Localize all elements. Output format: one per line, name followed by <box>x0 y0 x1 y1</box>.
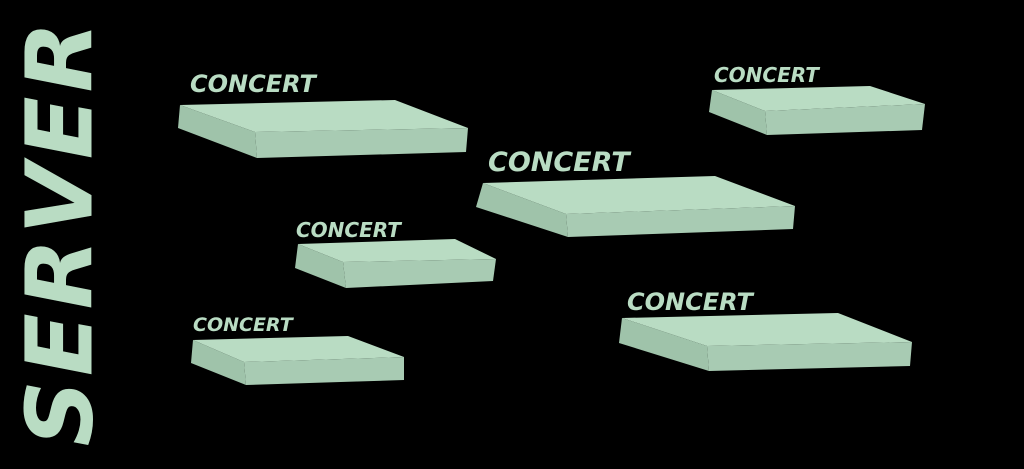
slab-5-label: CONCERT <box>193 314 295 336</box>
slab-3: CONCERT <box>476 147 795 237</box>
slab-2-label: CONCERT <box>714 63 820 87</box>
slab-4-label: CONCERT <box>296 218 402 242</box>
slab-1-label: CONCERT <box>190 70 318 98</box>
slab-2-front <box>765 104 925 135</box>
slab-4-side <box>295 244 346 288</box>
slab-2-side <box>709 90 767 135</box>
slab-3-top <box>483 176 795 214</box>
slab-2-top <box>712 86 925 111</box>
slab-2: CONCERT <box>709 63 925 135</box>
slab-3-front <box>566 206 795 237</box>
slab-6-side <box>619 318 709 371</box>
slab-4-top <box>298 239 496 262</box>
slab-6-top <box>622 313 912 346</box>
slab-5: CONCERT <box>191 314 404 385</box>
slab-3-side <box>476 183 568 237</box>
slab-6-label: CONCERT <box>627 288 755 316</box>
slab-1: CONCERT <box>178 70 468 158</box>
side-title: SERVER <box>6 18 113 447</box>
slab-6-front <box>707 342 912 371</box>
slab-5-front <box>244 357 404 385</box>
slab-5-side <box>191 340 246 385</box>
slab-4-front <box>343 259 496 288</box>
slab-1-side <box>178 105 257 158</box>
slab-6: CONCERT <box>619 288 912 371</box>
slab-5-top <box>193 336 404 362</box>
slab-1-front <box>255 128 468 158</box>
slab-1-top <box>180 100 468 132</box>
slab-3-label: CONCERT <box>488 147 632 178</box>
slab-4: CONCERT <box>295 218 496 288</box>
